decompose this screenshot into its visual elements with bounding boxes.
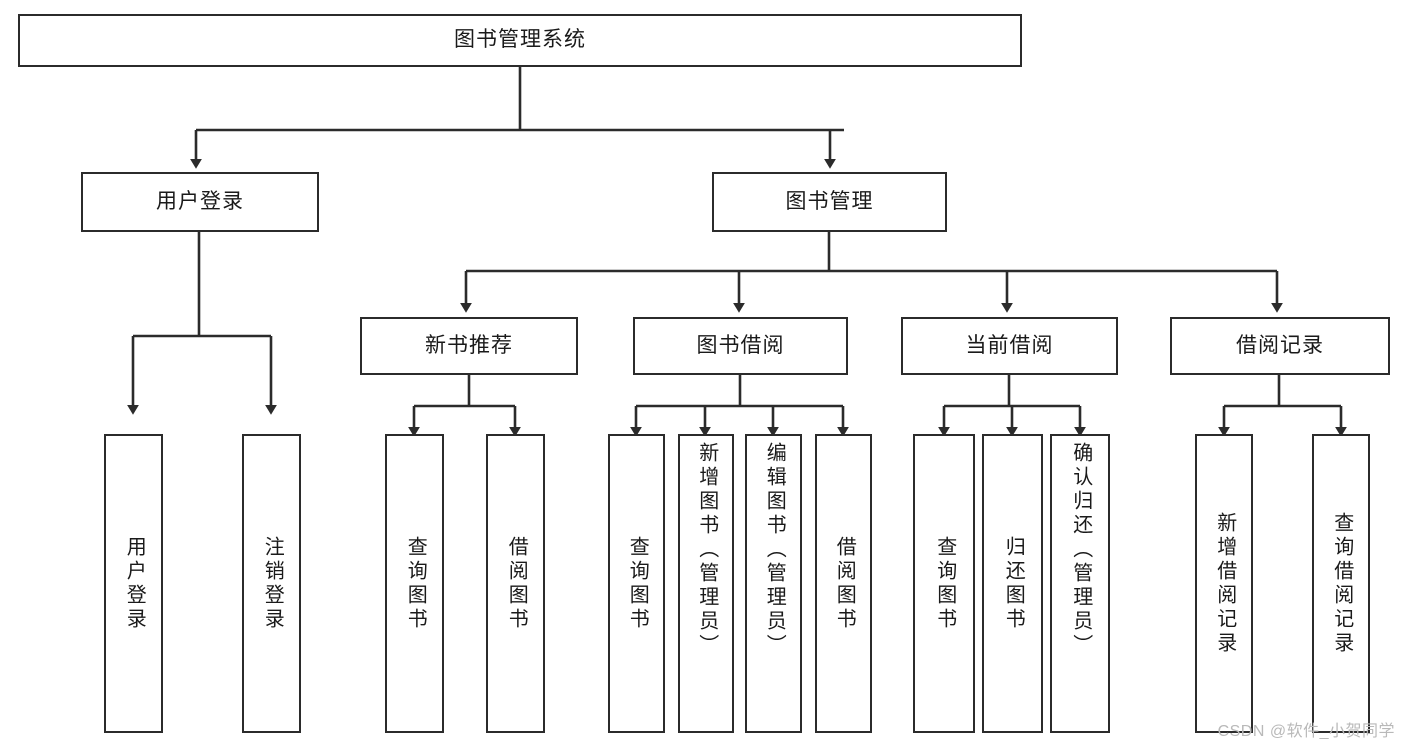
leaf-recommend-borrow-book[interactable]: 借阅图书 [486,434,545,733]
leaf-borrow-edit-book-admin[interactable]: 编辑图书（管理员） [745,434,802,733]
node-label: 用户登录 [123,535,146,632]
node-label: 借阅记录 [1236,333,1324,357]
node-label: 查询图书 [626,535,649,632]
leaf-user-login[interactable]: 用户登录 [104,434,163,733]
node-borrow-record[interactable]: 借阅记录 [1170,317,1390,375]
node-label: 图书借阅 [696,333,785,357]
node-label: 借阅图书 [505,535,528,632]
leaf-borrow-add-book-admin[interactable]: 新增图书（管理员） [678,434,734,733]
leaf-recommend-query-book[interactable]: 查询图书 [385,434,444,733]
node-new-book-recommend[interactable]: 新书推荐 [360,317,578,375]
leaf-current-return-book[interactable]: 归还图书 [982,434,1043,733]
leaf-current-confirm-return-admin[interactable]: 确认归还（管理员） [1050,434,1110,733]
node-label: 确认归还（管理员） [1069,442,1092,658]
node-label: 新增借阅记录 [1213,511,1236,656]
node-root-system[interactable]: 图书管理系统 [18,14,1022,67]
node-label: 编辑图书（管理员） [763,442,786,658]
node-label: 查询图书 [404,535,427,632]
node-book-management[interactable]: 图书管理 [712,172,947,232]
node-label: 新增图书（管理员） [695,442,718,658]
node-label: 查询借阅记录 [1330,511,1353,656]
leaf-borrow-borrow-book[interactable]: 借阅图书 [815,434,872,733]
leaf-current-query-book[interactable]: 查询图书 [913,434,975,733]
leaf-record-add-record[interactable]: 新增借阅记录 [1195,434,1253,733]
watermark-text: CSDN @软件_小贺同学 [1217,723,1395,740]
node-label: 当前借阅 [965,333,1054,357]
leaf-user-logout[interactable]: 注销登录 [242,434,301,733]
node-label: 图书管理 [785,189,874,213]
node-label: 图书管理系统 [454,28,586,52]
node-label: 用户登录 [156,189,244,213]
node-label: 新书推荐 [425,333,513,357]
leaf-borrow-query-book[interactable]: 查询图书 [608,434,665,733]
node-book-borrow[interactable]: 图书借阅 [633,317,848,375]
node-label: 归还图书 [1002,535,1025,632]
node-user-login[interactable]: 用户登录 [81,172,319,232]
node-label: 注销登录 [261,535,284,632]
node-current-borrow[interactable]: 当前借阅 [901,317,1118,375]
node-label: 查询图书 [933,535,956,632]
node-label: 借阅图书 [833,535,856,632]
leaf-record-query-record[interactable]: 查询借阅记录 [1312,434,1370,733]
